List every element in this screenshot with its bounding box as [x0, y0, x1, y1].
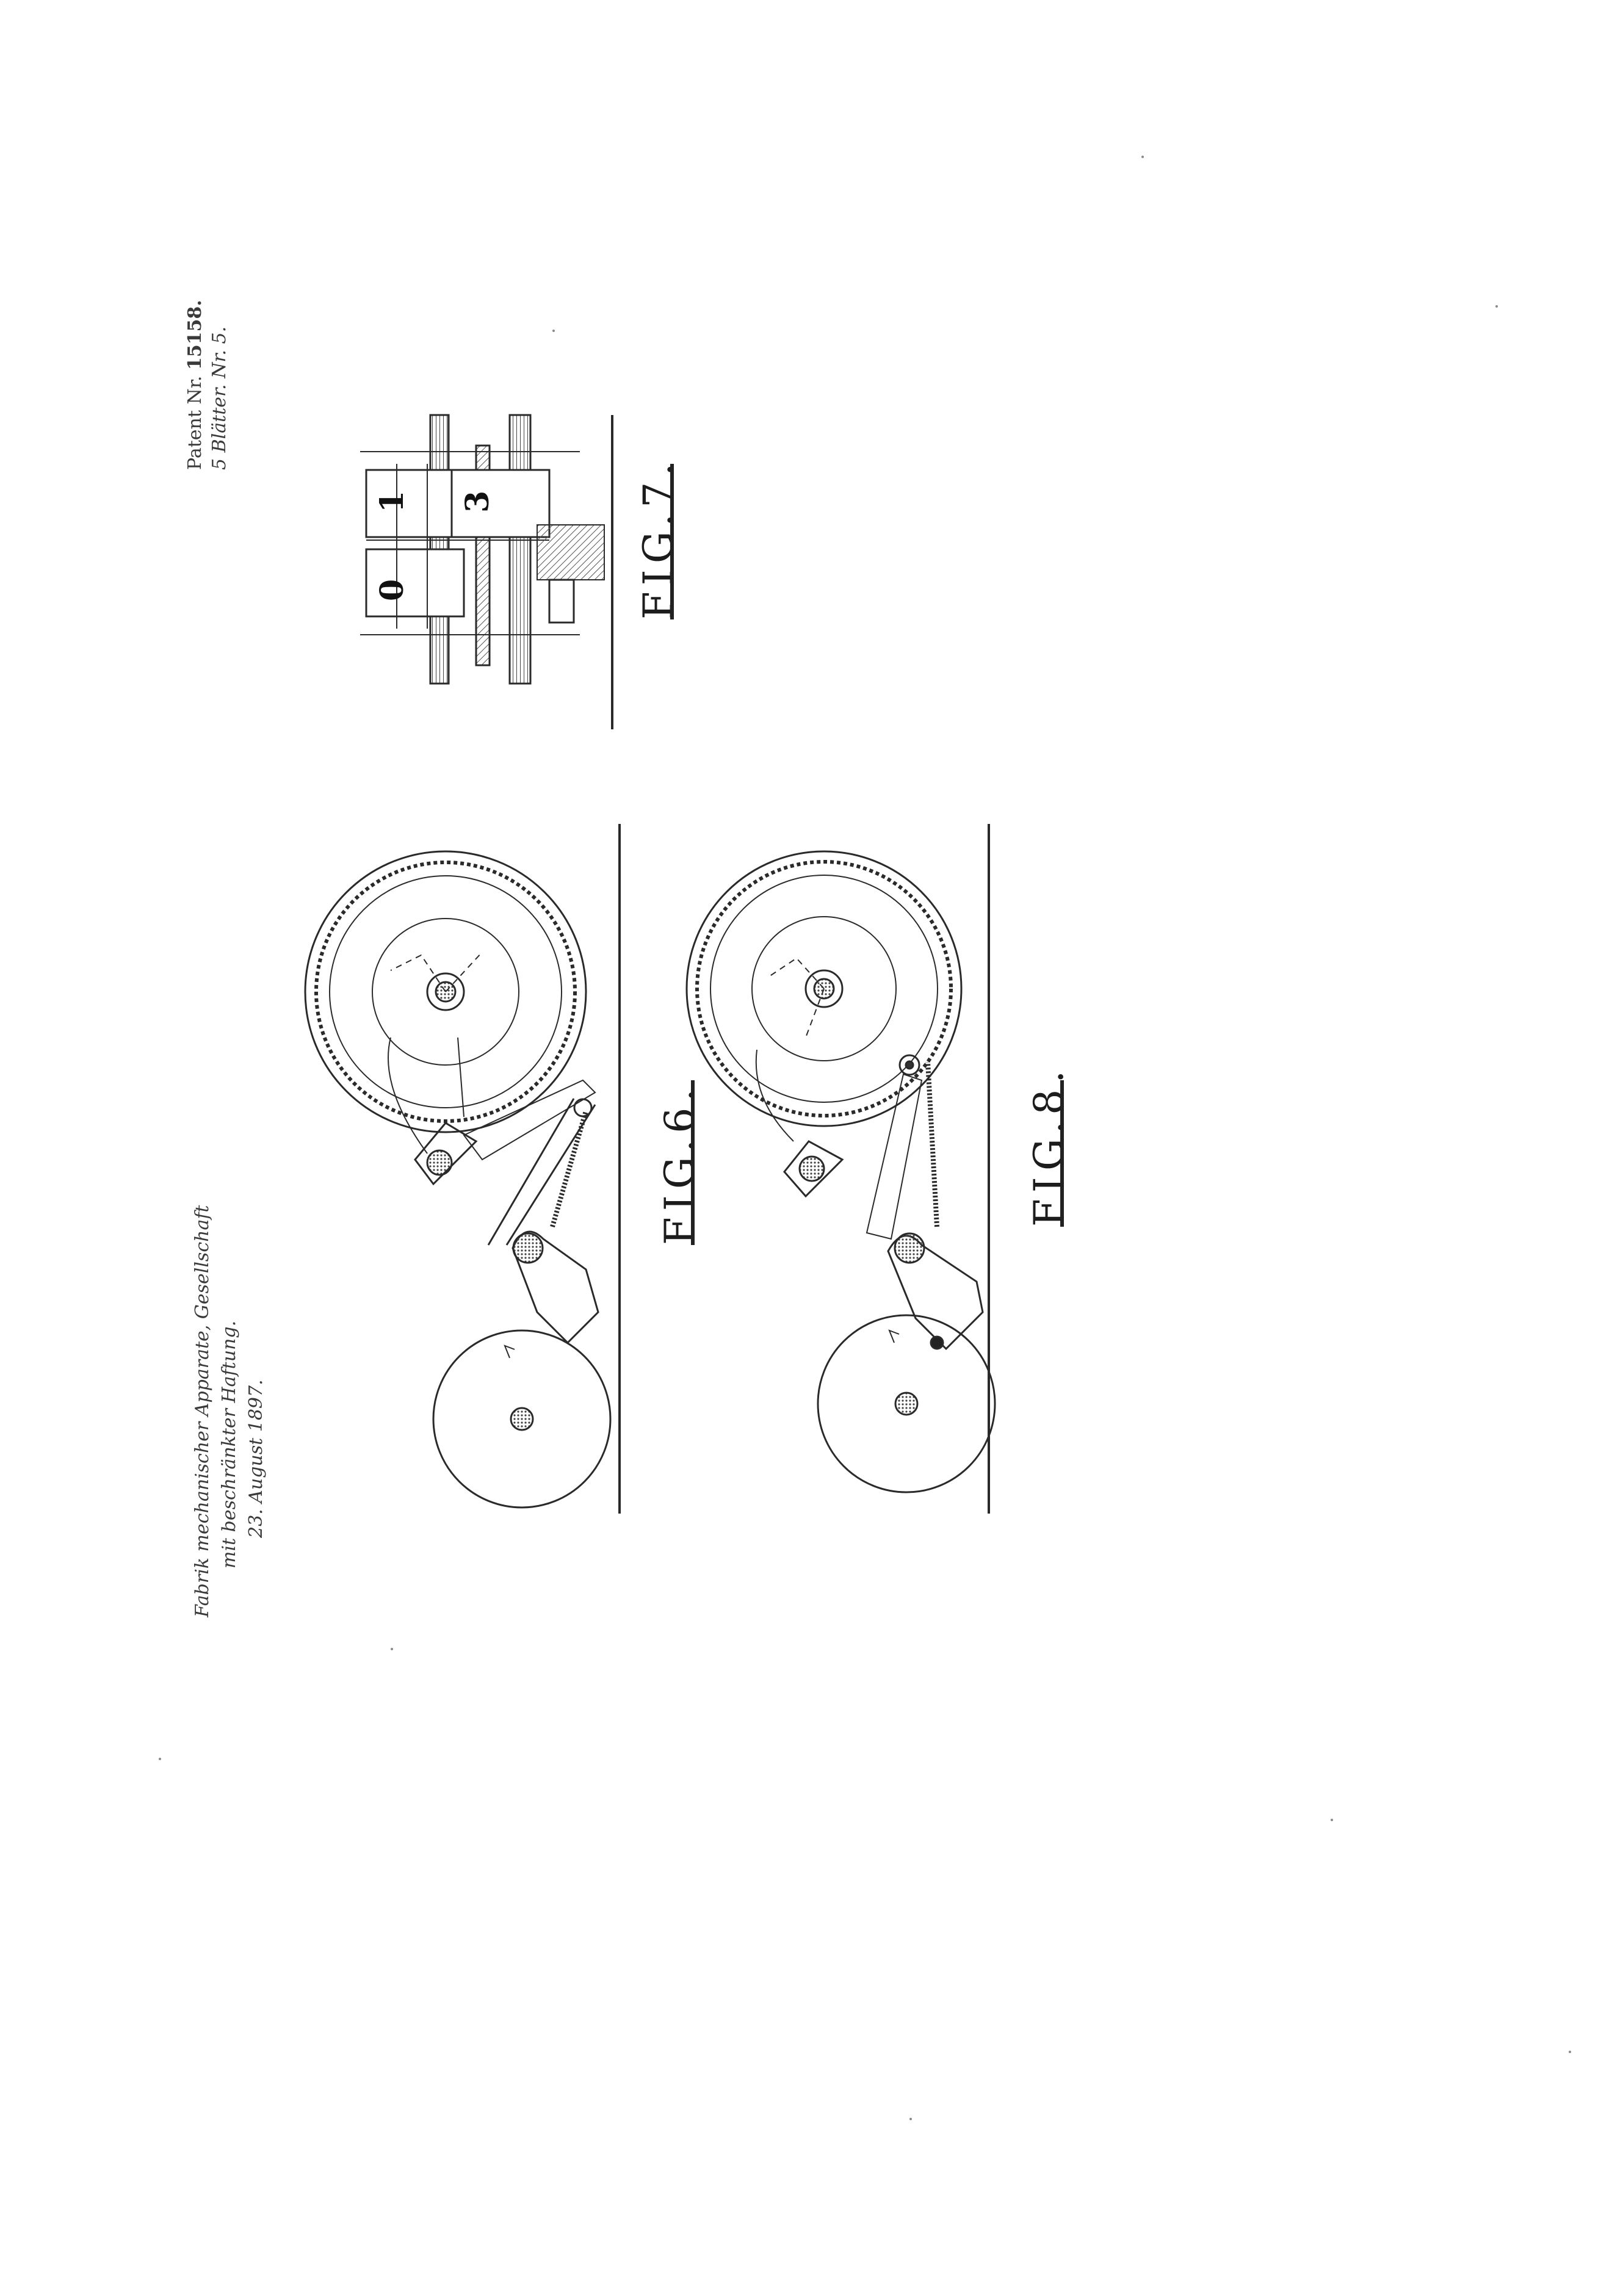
fig8-link-arm [866, 1073, 923, 1240]
fig6-underline [691, 1080, 695, 1245]
scan-speck [159, 1758, 161, 1760]
fig7-digit-0: 0 [374, 579, 411, 601]
scan-speck [1331, 1819, 1333, 1821]
fig8-spring [925, 1061, 939, 1227]
fig8-underline [1060, 1080, 1064, 1227]
scan-speck [552, 330, 555, 332]
fig6-link-arm [463, 1079, 596, 1161]
scan-speck [1569, 2051, 1571, 2053]
scan-speck [1141, 156, 1144, 158]
fig6-drawing [304, 824, 621, 1514]
fig8-gear-wheel [685, 850, 963, 1127]
fig7-counter-wheel-0 [365, 548, 465, 618]
fig8-drawing [685, 824, 996, 1514]
fig7-digit-3: 3 [459, 491, 496, 513]
fig6-spring [550, 1110, 588, 1228]
scan-speck [391, 1648, 393, 1650]
fig6-gear-wheel [304, 850, 587, 1133]
fig7-digit-1: 1 [374, 491, 411, 513]
fig7-underline [670, 464, 674, 619]
fig8-cam-disc [817, 1314, 996, 1493]
fig7-counter-wheel-3 [450, 469, 551, 538]
fig6-cam-disc [432, 1329, 612, 1509]
fig7-drawing [360, 414, 613, 729]
scan-speck [1495, 305, 1498, 308]
scan-speck [909, 2118, 912, 2120]
